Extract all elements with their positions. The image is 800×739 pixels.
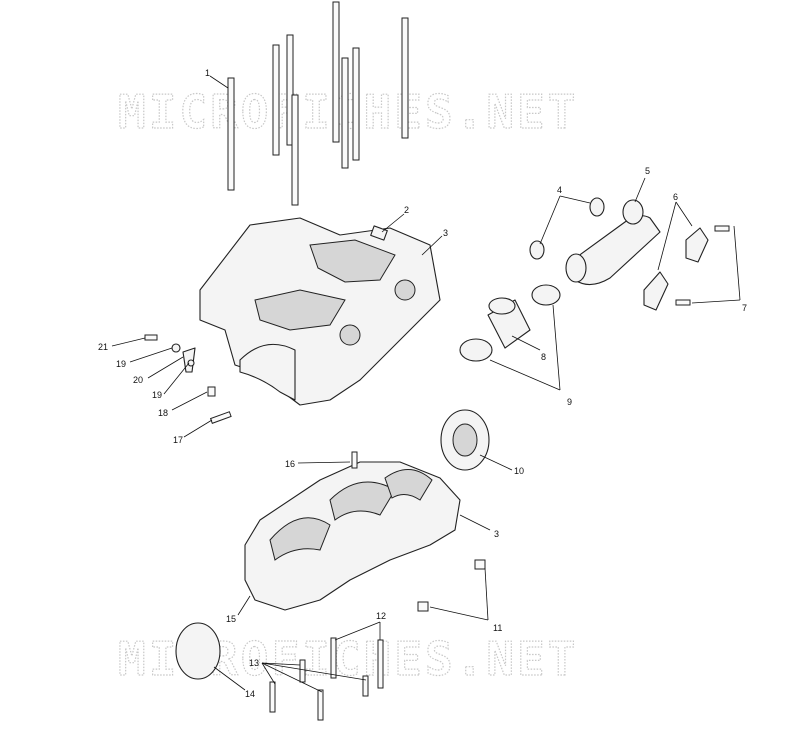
cylinder-studs	[227, 1, 409, 206]
crankcase-bolts	[269, 637, 384, 721]
callout-9: 9	[567, 397, 572, 407]
callout-13: 13	[249, 658, 259, 668]
brackets	[643, 227, 709, 311]
callout-21: 21	[98, 342, 108, 352]
callout-3-upper: 3	[443, 228, 448, 238]
crankcase-lower	[244, 451, 461, 611]
callout-labels: 1 2 3 4 5 6 7 8 9 10 11 12 13 14 15 16 1…	[98, 68, 747, 699]
callout-15: 15	[226, 614, 236, 624]
dowel-pins	[417, 559, 486, 612]
small-parts-left	[144, 334, 232, 424]
callout-5: 5	[645, 166, 650, 176]
crankcase-upper	[199, 217, 441, 406]
crankshaft-seal	[440, 409, 490, 471]
retaining-ring	[175, 622, 221, 680]
callout-12: 12	[376, 611, 386, 621]
callout-20: 20	[133, 375, 143, 385]
callout-2: 2	[404, 205, 409, 215]
callout-3-lower: 3	[494, 529, 499, 539]
callout-1: 1	[205, 68, 210, 78]
callout-11: 11	[493, 623, 502, 633]
callout-10: 10	[514, 466, 524, 476]
callout-17: 17	[173, 435, 183, 445]
intake-elbow	[565, 199, 661, 286]
callout-19-lower: 19	[152, 390, 162, 400]
callout-7: 7	[742, 303, 747, 313]
callout-8: 8	[541, 352, 546, 362]
callout-19-upper: 19	[116, 359, 126, 369]
callout-6: 6	[673, 192, 678, 202]
leader-lines	[111, 75, 741, 693]
sleeve	[487, 297, 531, 349]
hose-clamps	[459, 284, 561, 362]
callout-18: 18	[158, 408, 168, 418]
callout-16: 16	[285, 459, 295, 469]
screws	[675, 225, 730, 306]
callout-4: 4	[557, 185, 562, 195]
callout-14: 14	[245, 689, 255, 699]
o-rings	[529, 197, 605, 260]
